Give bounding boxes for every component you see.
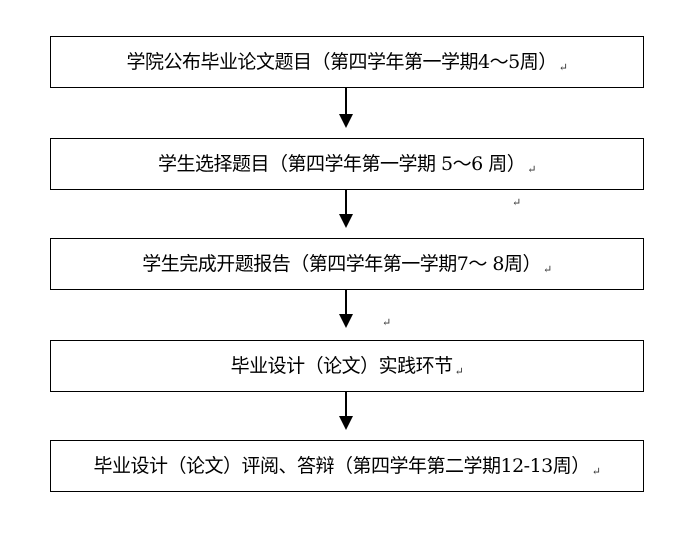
arrow-4-5 — [339, 392, 353, 430]
step-3-box: 学生完成开题报告（第四学年第一学期7～ 8周）↵ — [50, 238, 644, 290]
step-4-box: 毕业设计（论文）实践环节↵ — [50, 340, 644, 392]
step-1-box: 学院公布毕业论文题目（第四学年第一学期4～5周）↵ — [50, 36, 644, 88]
return-mark: ↵ — [591, 464, 601, 478]
step-5-box: 毕业设计（论文）评阅、答辩（第四学年第二学期12-13周）↵ — [50, 440, 644, 492]
arrow-1-2 — [339, 88, 353, 128]
return-mark: ↵ — [558, 60, 568, 74]
return-mark: ↵ — [454, 364, 464, 378]
return-mark: ↵ — [512, 196, 522, 209]
return-mark: ↵ — [527, 162, 536, 176]
step-4-text: 毕业设计（论文）实践环节 — [230, 354, 454, 377]
step-1-text: 学院公布毕业论文题目（第四学年第一学期4～5周） — [126, 50, 558, 73]
step-3-text: 学生完成开题报告（第四学年第一学期7～ 8周） — [142, 252, 541, 275]
arrow-3-4 — [339, 290, 353, 328]
step-5-text: 毕业设计（论文）评阅、答辩（第四学年第二学期12-13周） — [93, 454, 591, 477]
return-mark: ↵ — [543, 262, 552, 276]
arrow-2-3 — [339, 190, 353, 228]
step-2-text: 学生选择题目（第四学年第一学期 5～6 周） — [158, 152, 526, 175]
step-2-box: 学生选择题目（第四学年第一学期 5～6 周）↵ — [50, 138, 644, 190]
return-mark: ↵ — [382, 316, 392, 329]
